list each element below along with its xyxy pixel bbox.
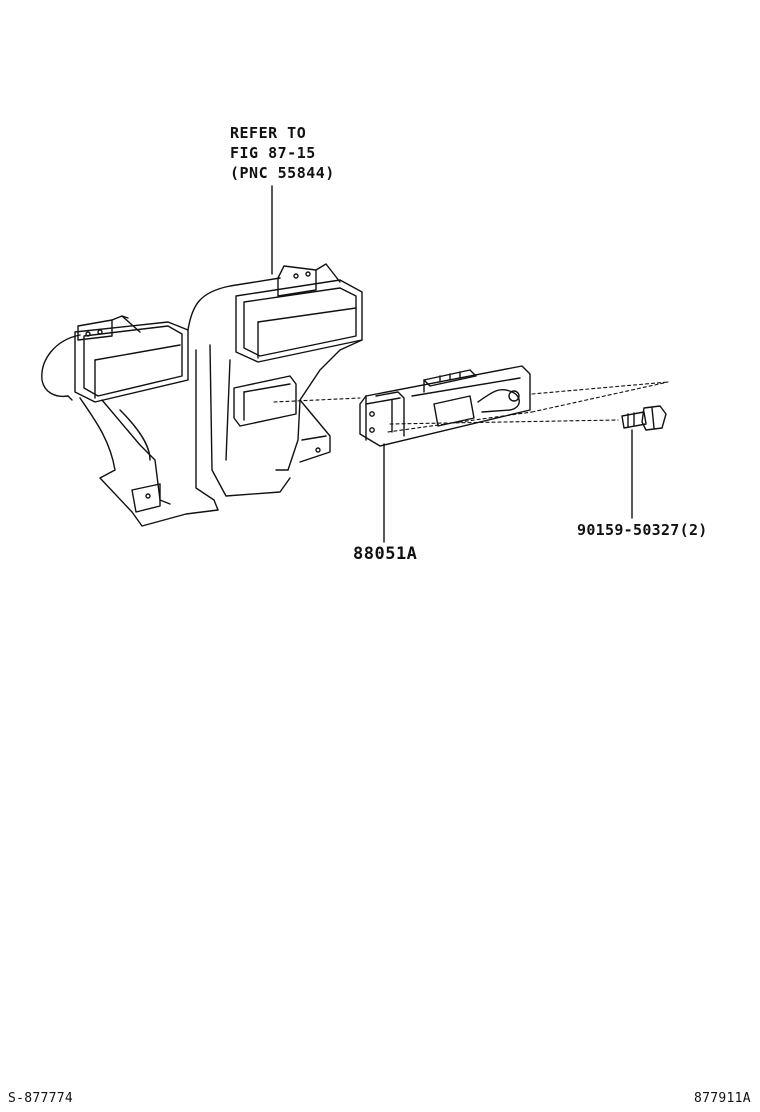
bracket-sensor-icon <box>359 365 531 447</box>
part-number-bolt[interactable]: 90159-50327(2) <box>577 521 708 539</box>
reference-note-line-3: (PNC 55844) <box>230 164 335 182</box>
air-duct-icon <box>41 263 363 527</box>
footer-left-code: S-877774 <box>8 1091 74 1106</box>
part-number-main[interactable]: 88051A <box>353 544 418 564</box>
footer-right-code: 877911A <box>694 1091 751 1106</box>
reference-note-line-1: REFER TO <box>230 124 307 142</box>
reference-note-line-2: FIG 87-15 <box>230 144 316 162</box>
bolt-icon <box>621 405 667 431</box>
label-leader-lines <box>271 185 633 543</box>
